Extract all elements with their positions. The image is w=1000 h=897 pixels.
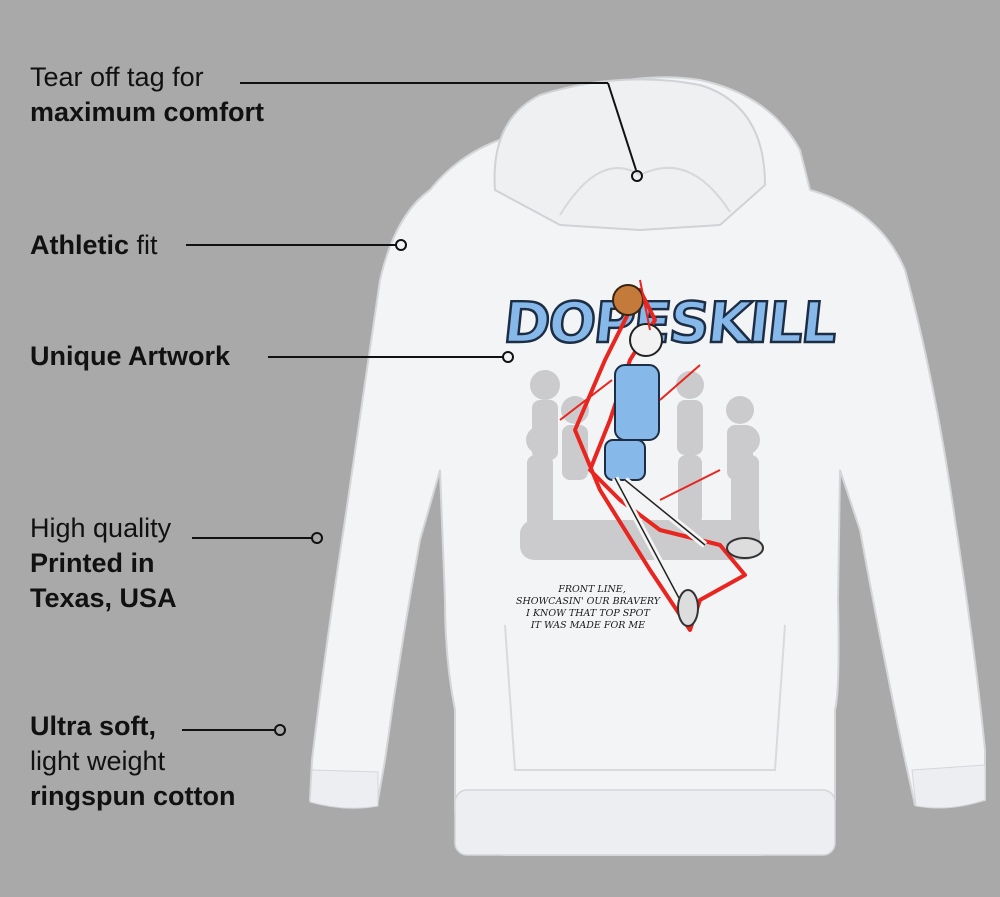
callout-fit-bold: Athletic [30, 230, 130, 260]
quote-line-4: IT WAS MADE FOR ME [530, 620, 645, 631]
callout-tag: Tear off tag for maximum comfort [30, 60, 264, 130]
callout-artwork-line [268, 356, 504, 358]
callout-artwork-dot [502, 351, 514, 363]
dunking-skeleton [559, 279, 764, 632]
callout-tag-light: Tear off tag for [30, 62, 204, 92]
quote-line-2: SHOWCASIN' OUR BRAVERY [516, 596, 662, 607]
callout-soft-bold: Ultra soft, [30, 711, 157, 741]
callout-quality-bold-1: Printed in [30, 548, 155, 578]
callout-soft-line [182, 729, 276, 731]
callout-artwork-bold: Unique Artwork [30, 341, 231, 371]
callout-tag-bold: maximum comfort [30, 97, 265, 127]
callout-fit: Athletic fit [30, 228, 158, 263]
callout-fit-line [186, 244, 396, 246]
callout-soft-dot [274, 724, 286, 736]
quote-line-1: FRONT LINE, [557, 584, 626, 595]
hoodie-hood [493, 78, 767, 232]
hoodie-body [308, 76, 986, 856]
callout-tag-line [240, 82, 608, 84]
callout-quality-dot [311, 532, 323, 544]
quote-line-3: I KNOW THAT TOP SPOT [525, 608, 650, 619]
callout-fit-dot [395, 239, 407, 251]
callout-tag-leader [607, 82, 637, 171]
artwork-quote: FRONT LINE, SHOWCASIN' OUR BRAVERY I KNO… [516, 584, 662, 631]
skeleton-crowd [520, 370, 760, 560]
callout-soft: Ultra soft, light weight ringspun cotton [30, 709, 235, 814]
callout-soft-light: light weight [30, 746, 166, 776]
callout-quality: High quality Printed in Texas, USA [30, 511, 177, 616]
callout-soft-bold-2: ringspun cotton [30, 781, 236, 811]
callout-fit-light: fit [136, 230, 158, 260]
callout-quality-light: High quality [30, 513, 172, 543]
callout-artwork: Unique Artwork [30, 339, 230, 374]
callout-quality-bold-2: Texas, USA [30, 583, 177, 613]
callout-quality-line [192, 537, 312, 539]
callout-tag-dot [631, 170, 643, 182]
brand-logo: DOPESKILL [501, 291, 840, 356]
